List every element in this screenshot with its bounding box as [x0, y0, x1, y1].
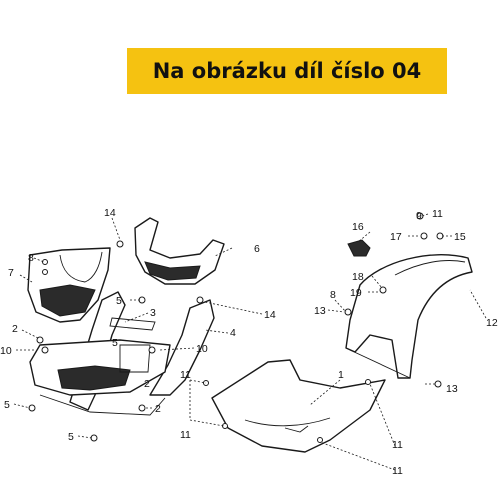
callout-11: 11: [392, 439, 403, 451]
leader-lines: [13, 213, 487, 471]
callout-12: 12: [486, 317, 498, 329]
callout-11: 11: [180, 429, 191, 441]
callout-8: 8: [330, 289, 336, 301]
callout-14: 14: [104, 207, 116, 219]
part-12-rear-fender: [345, 254, 473, 379]
callout-13: 13: [314, 305, 326, 317]
callout-11: 11: [432, 208, 443, 220]
callout-labels: 14 6 8 7 5 3 14 4 2 5 10 10 2 2 5 5 11 1…: [0, 207, 498, 477]
callout-6: 6: [254, 243, 260, 255]
callout-9: 9: [416, 210, 422, 222]
callout-2: 2: [12, 323, 18, 335]
part-7-front-inner-cover: [27, 247, 111, 323]
callout-11: 11: [180, 369, 191, 381]
callout-3: 3: [150, 307, 156, 319]
part-1-under-cover: [211, 359, 386, 453]
callout-5: 5: [68, 431, 74, 443]
callout-1: 1: [338, 369, 344, 381]
floor-panel-assembly: [29, 291, 215, 416]
part-number-banner: Na obrázku díl číslo 04: [127, 48, 447, 94]
part-16-bracket: [347, 239, 371, 257]
callout-11: 11: [392, 465, 403, 477]
banner-text: Na obrázku díl číslo 04: [152, 59, 422, 83]
callout-14: 14: [264, 309, 276, 321]
callout-8: 8: [28, 252, 34, 264]
callout-16: 16: [352, 221, 364, 233]
callout-5: 5: [116, 295, 122, 307]
part-6-front-upper-cover: [134, 217, 225, 285]
callout-5: 5: [4, 399, 10, 411]
callout-4: 4: [230, 327, 236, 339]
callout-2: 2: [144, 378, 150, 390]
callout-5: 5: [112, 337, 118, 349]
callout-7: 7: [8, 267, 14, 279]
callout-2: 2: [155, 403, 161, 415]
callout-10: 10: [196, 343, 208, 355]
callout-15: 15: [454, 231, 466, 243]
callout-10: 10: [0, 345, 12, 357]
fasteners: [28, 212, 444, 443]
callout-18: 18: [352, 271, 364, 283]
callout-19: 19: [350, 287, 362, 299]
callout-17: 17: [390, 231, 402, 243]
callout-13: 13: [446, 383, 458, 395]
